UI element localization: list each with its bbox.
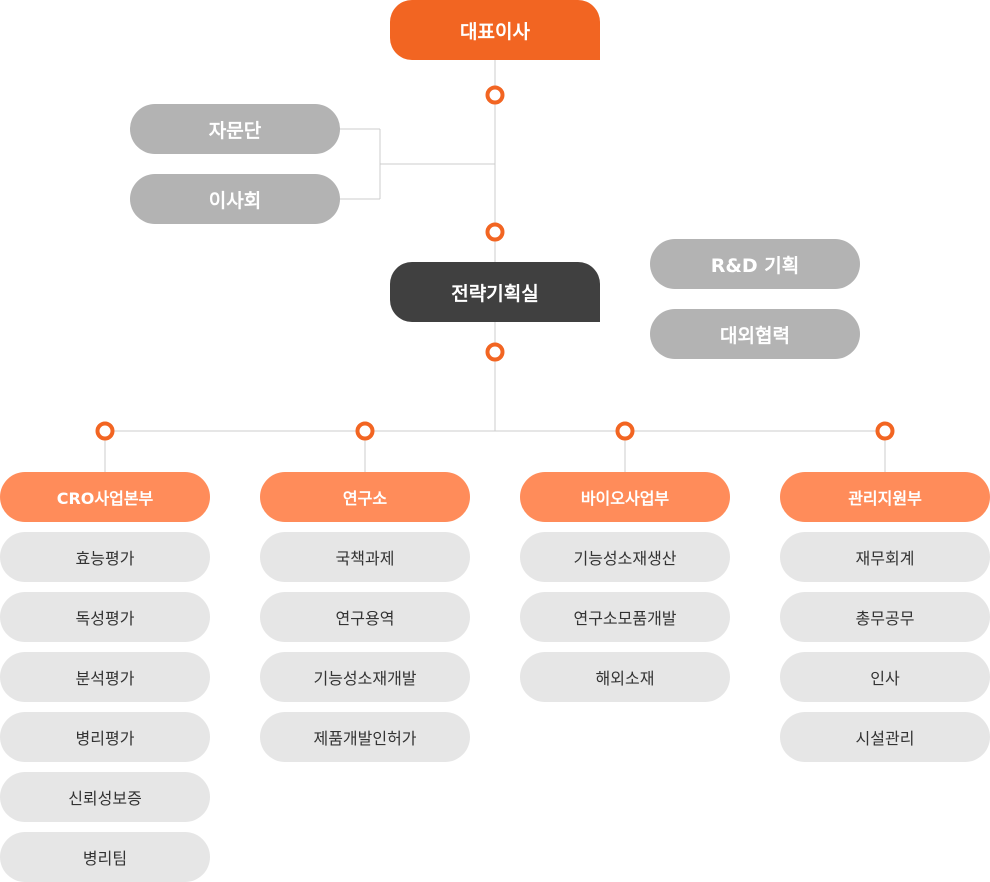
node-dot: [485, 222, 505, 242]
dept-bio-header: 바이오사업부: [520, 472, 730, 522]
team-box: 병리평가: [0, 712, 210, 762]
team-box: 독성평가: [0, 592, 210, 642]
team-box: 해외소재: [520, 652, 730, 702]
node-dot: [95, 421, 115, 441]
team-box: 연구소모품개발: [520, 592, 730, 642]
node-dot: [355, 421, 375, 441]
node-dot: [615, 421, 635, 441]
team-box: 신뢰성보증: [0, 772, 210, 822]
team-box: 병리팀: [0, 832, 210, 882]
team-box: 효능평가: [0, 532, 210, 582]
strategy-office-box: 전략기획실: [390, 262, 600, 322]
team-box: 제품개발인허가: [260, 712, 470, 762]
dept-research-header: 연구소: [260, 472, 470, 522]
team-box: 재무회계: [780, 532, 990, 582]
advisory-board-box: 자문단: [130, 104, 340, 154]
rnd-planning-box: R&D 기획: [650, 239, 860, 289]
team-box: 시설관리: [780, 712, 990, 762]
team-box: 연구용역: [260, 592, 470, 642]
team-box: 인사: [780, 652, 990, 702]
team-box: 분석평가: [0, 652, 210, 702]
team-box: 총무공무: [780, 592, 990, 642]
team-box: 국책과제: [260, 532, 470, 582]
external-cooperation-box: 대외협력: [650, 309, 860, 359]
node-dot: [485, 342, 505, 362]
ceo-box: 대표이사: [390, 0, 600, 60]
team-box: 기능성소재개발: [260, 652, 470, 702]
node-dot: [875, 421, 895, 441]
team-box: 기능성소재생산: [520, 532, 730, 582]
board-of-directors-box: 이사회: [130, 174, 340, 224]
dept-cro-header: CRO사업본부: [0, 472, 210, 522]
dept-admin-header: 관리지원부: [780, 472, 990, 522]
node-dot: [485, 85, 505, 105]
